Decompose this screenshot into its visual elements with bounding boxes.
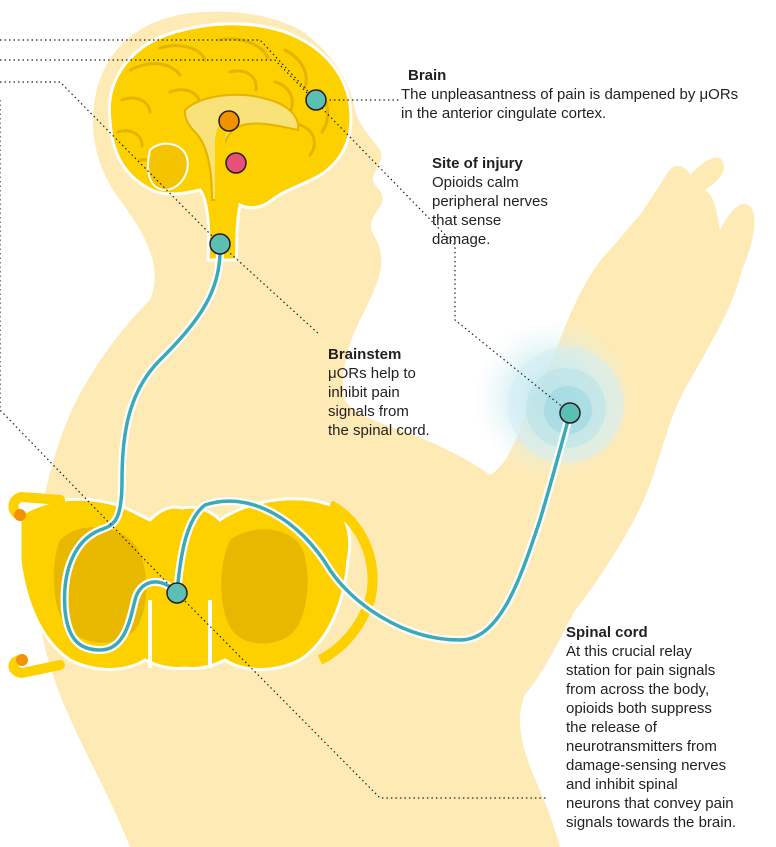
label-injury-text: Opioids calm peripheral nerves that sens… [432,173,582,249]
label-brain-text: The unpleasantness of pain is dampened b… [401,85,751,123]
label-spinal-cord: Spinal cord At this crucial relay statio… [566,623,776,832]
marker-injury [560,403,580,423]
marker-brainstem [210,234,230,254]
label-spinal-title: Spinal cord [566,623,776,642]
marker-brain [306,90,326,110]
label-site-of-injury: Site of injury Opioids calm peripheral n… [432,154,582,249]
marker-pink [226,153,246,173]
injury-glow [473,318,633,478]
label-brainstem-title: Brainstem [328,345,468,364]
label-brain-title: Brain [408,66,751,85]
label-spinal-text: At this crucial relay station for pain s… [566,642,776,832]
marker-orange [219,111,239,131]
label-brain: Brain The unpleasantness of pain is damp… [407,66,751,123]
marker-spinal-cord [167,583,187,603]
label-injury-title: Site of injury [432,154,582,173]
label-brainstem: Brainstem μORs help to inhibit pain sign… [328,345,468,440]
label-brainstem-text: μORs help to inhibit pain signals from t… [328,364,468,440]
